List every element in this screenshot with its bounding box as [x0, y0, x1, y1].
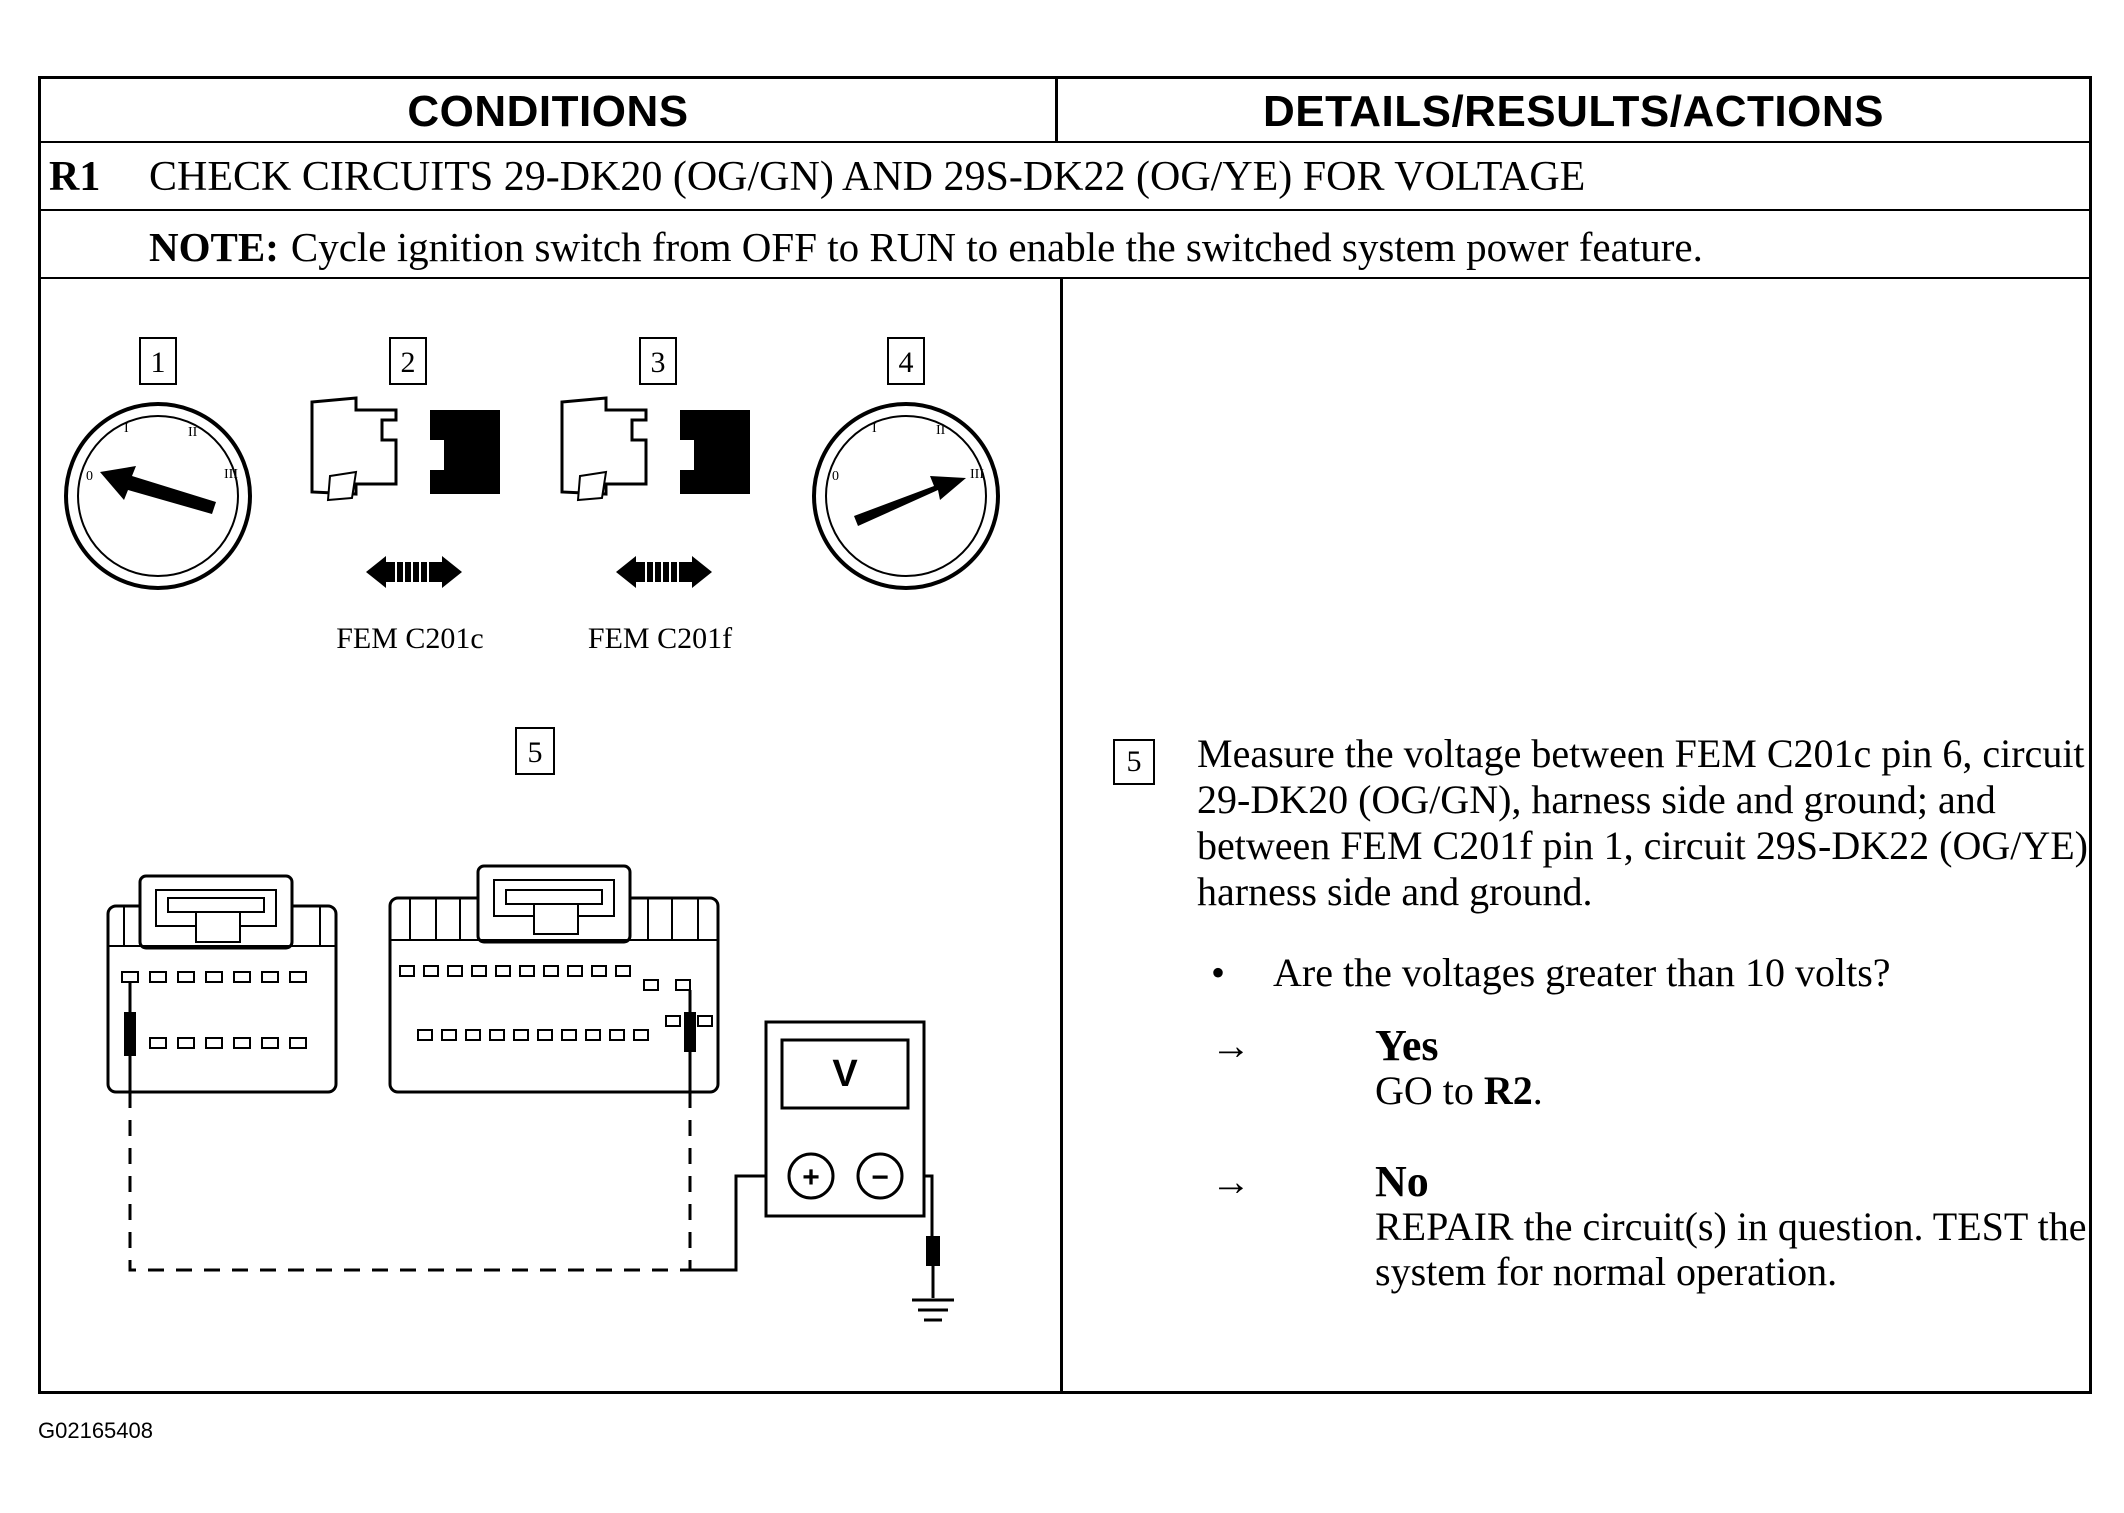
svg-text:1: 1 — [151, 346, 166, 379]
callout-2: 2 — [389, 337, 427, 385]
header-divider — [41, 141, 2089, 143]
question-text: Are the voltages greater than 10 volts? — [1273, 950, 1891, 995]
right-arrow-icon: → — [1211, 1023, 1251, 1068]
svg-text:0: 0 — [86, 469, 93, 484]
answer-yes-action-prefix: GO to — [1375, 1068, 1484, 1113]
answer-yes-label: Yes — [1375, 1021, 1439, 1070]
ignition-switch-run-icon: 0 I II III — [812, 402, 1000, 590]
callout-4: 4 — [887, 337, 925, 385]
probe-leads — [128, 1092, 940, 1298]
svg-text:2: 2 — [401, 346, 416, 379]
note-label: NOTE: — [149, 224, 279, 270]
right-arrow-icon: → — [1211, 1159, 1251, 1204]
measure-instruction: Measure the voltage between FEM C201c pi… — [1197, 731, 2088, 914]
body-column-divider — [1060, 277, 1063, 1391]
procedure-table: CONDITIONS DETAILS/RESULTS/ACTIONS R1 CH… — [38, 76, 2092, 1394]
note-text: Cycle ignition switch from OFF to RUN to… — [290, 224, 1703, 270]
plus-terminal: + — [802, 1161, 820, 1194]
step-divider — [41, 209, 2089, 211]
connector-disconnect-icon — [560, 396, 750, 588]
details-callout-5: 5 — [1113, 739, 1155, 785]
svg-text:0: 0 — [832, 469, 839, 484]
svg-text:I: I — [124, 421, 129, 436]
callout-1: 1 — [139, 337, 177, 385]
callout-5: 5 — [515, 727, 555, 775]
note-row: NOTE: Cycle ignition switch from OFF to … — [149, 213, 1703, 281]
ignition-switch-off-icon: 0 I II III — [64, 402, 252, 590]
svg-text:I: I — [872, 421, 877, 436]
connector-disconnect-icon — [310, 396, 500, 588]
details-header: DETAILS/RESULTS/ACTIONS — [1263, 87, 1884, 136]
bullet-icon: • — [1211, 950, 1226, 995]
connector-label-c201f: FEM C201f — [588, 622, 732, 655]
ground-icon — [912, 1298, 954, 1322]
question: • Are the voltages greater than 10 volts… — [1211, 949, 1891, 996]
answer-no-label: No — [1375, 1157, 1429, 1206]
svg-text:4: 4 — [899, 346, 914, 379]
step-row: R1 CHECK CIRCUITS 29-DK20 (OG/GN) AND 29… — [49, 145, 1585, 209]
svg-text:III: III — [970, 467, 984, 482]
svg-text:II: II — [188, 425, 198, 440]
connector-label-c201c: FEM C201c — [336, 622, 484, 655]
header-column-divider — [1055, 79, 1058, 143]
note-divider — [41, 277, 2089, 279]
svg-text:III: III — [224, 467, 238, 482]
callout-3: 3 — [639, 337, 677, 385]
svg-text:5: 5 — [528, 736, 543, 769]
answer-yes-action: GO to R2. — [1375, 1068, 2124, 1113]
meter-label: V — [832, 1053, 858, 1095]
harness-connector-c201f — [388, 864, 720, 1094]
conditions-header: CONDITIONS — [407, 87, 689, 136]
step-id: R1 — [49, 154, 101, 200]
answer-yes-target: R2 — [1483, 1068, 1533, 1113]
voltmeter-icon: V + − — [764, 1020, 926, 1218]
figure-id: G02165408 — [38, 1418, 153, 1443]
svg-text:II: II — [936, 423, 946, 438]
answer-no-action: REPAIR the circuit(s) in question. TEST … — [1375, 1204, 2087, 1294]
harness-connector-c201c — [106, 874, 338, 1094]
svg-text:3: 3 — [651, 346, 666, 379]
answer-yes-action-suffix: . — [1532, 1068, 1543, 1113]
step-title: CHECK CIRCUITS 29-DK20 (OG/GN) AND 29S-D… — [149, 154, 1586, 200]
minus-terminal: − — [871, 1161, 889, 1194]
